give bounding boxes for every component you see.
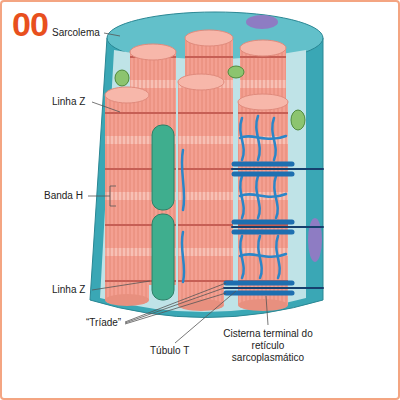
part-label: Linha Z [52, 284, 85, 296]
illustration-part [240, 254, 286, 257]
part-label: Cisterna terminal do retículo sarcoplasm… [220, 328, 316, 364]
illustration-part [88, 186, 116, 206]
part-label: Túbulo T [150, 345, 189, 357]
figure-number: 00 [12, 6, 48, 42]
triads [224, 164, 323, 293]
illustration-part [228, 66, 244, 78]
sarcoplasmic-reticulum [182, 116, 286, 282]
illustration-part [125, 293, 226, 324]
part-label: Banda H [44, 190, 83, 202]
leader-lines [88, 33, 268, 343]
illustration-part [256, 176, 259, 218]
illustration-part [105, 294, 149, 306]
illustration-part [125, 288, 224, 323]
illustration-part [104, 33, 120, 36]
illustration-part [152, 125, 174, 210]
part-label: “Tríade” [86, 317, 121, 329]
sarcolemma-shell [90, 38, 323, 318]
illustration-part [182, 232, 184, 282]
illustration-part [178, 82, 224, 305]
illustration-part [266, 296, 268, 325]
illustration-part [291, 110, 305, 130]
part-label: Sarcolema [52, 27, 100, 39]
illustration-part [152, 214, 174, 300]
illustration-part [234, 162, 292, 167]
illustration-part [238, 94, 288, 110]
illustration-part [92, 102, 120, 112]
illustration-part [182, 150, 184, 210]
illustration-part [232, 168, 323, 170]
illustration-part [105, 95, 149, 300]
illustration-part [125, 283, 226, 322]
illustration-part [185, 30, 233, 46]
illustration-part [226, 281, 292, 286]
illustration-part [234, 230, 292, 235]
illustration-part [240, 40, 286, 56]
illustration-part [234, 172, 292, 177]
illustration-part [115, 70, 129, 86]
part-label: Linha Z [52, 96, 85, 108]
illustration-part [240, 194, 286, 197]
illustration-part [234, 220, 292, 225]
myofibrils-front [105, 74, 288, 311]
illustration-part [178, 74, 224, 90]
illustration-part [130, 44, 176, 60]
illustration-part [105, 87, 149, 103]
illustration-part [92, 281, 150, 290]
illustration-part [232, 226, 323, 228]
illustration-part [238, 299, 288, 311]
nucleus [246, 15, 278, 29]
illustration-part [238, 102, 288, 305]
nucleus [308, 218, 322, 262]
illustration-part [240, 136, 286, 139]
illustration-part [224, 287, 323, 289]
